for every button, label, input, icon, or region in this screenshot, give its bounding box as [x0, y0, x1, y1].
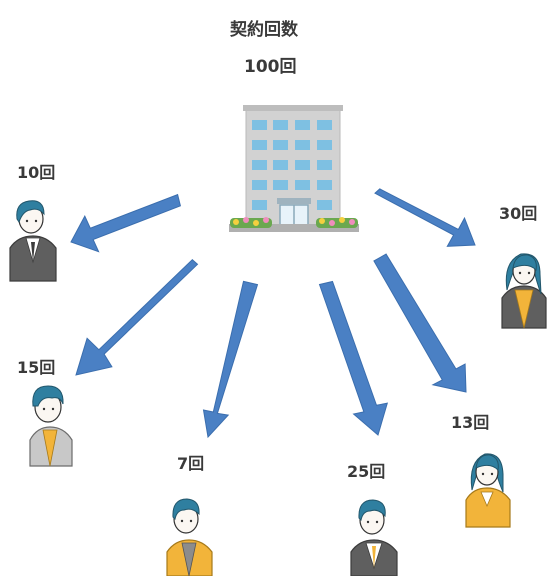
count-label-25: 25回	[347, 462, 386, 481]
count-label-15: 15回	[17, 358, 56, 377]
count-label-10: 10回	[17, 163, 56, 182]
arrow-to-25	[318, 280, 389, 436]
arrow-to-30	[374, 188, 476, 247]
count-label-13: 13回	[451, 413, 490, 432]
center-count-label: 100回	[244, 57, 297, 77]
arrow-to-13	[373, 253, 467, 393]
count-label-7: 7回	[177, 454, 205, 473]
man-yellow-cardigan-icon	[166, 498, 213, 576]
arrow-to-10	[70, 193, 181, 253]
woman-yellow-cardigan-icon	[465, 453, 511, 528]
arrow-to-7	[202, 280, 259, 439]
count-label-30: 30回	[499, 204, 538, 223]
man-light-gray-cardigan-icon	[29, 385, 73, 467]
businessman-yellow-tie-icon	[350, 499, 398, 576]
office-building-icon	[229, 105, 359, 232]
arrow-to-15	[75, 259, 199, 376]
diagram-title: 契約回数	[230, 20, 298, 40]
businessman-gray-suit-icon	[9, 200, 57, 282]
woman-gray-jacket-icon	[501, 253, 547, 329]
